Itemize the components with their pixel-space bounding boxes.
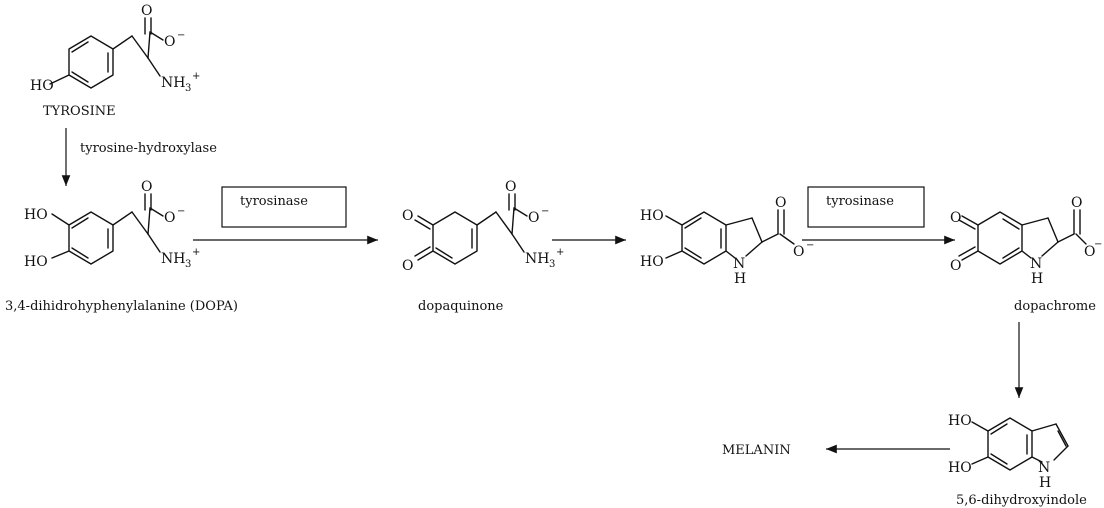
tyrosine-plus: + [192,71,200,82]
dopa-plus: + [192,247,200,258]
label-tyrosinase-1: tyrosinase [240,194,308,209]
label-dopaquinone: dopaquinone [418,299,504,314]
dopa-structure: HO HO O O − NH 3 + [24,179,200,270]
dopachrome-h: H [1031,271,1043,287]
dopa-carbonyl-o: O [141,179,152,195]
dopaquinone-minus: − [541,206,549,217]
tyrosine-sub3: 3 [185,83,191,94]
tyrosinase-box-1 [221,186,347,228]
leuco-minus: − [806,240,814,251]
tyrosine-structure: HO O O − NH 3 + [30,3,200,94]
tyrosine-ho: HO [30,78,54,94]
label-dopa: 3,4-dihidrohyphenylalanine (DOPA) [5,299,238,314]
tyrosine-carboxylate-o: O [164,34,175,50]
dopachrome-o-bottom: O [950,258,961,274]
dopachrome-minus: − [1094,239,1102,250]
dopa-sub3: 3 [185,259,191,270]
dopa-minus: − [177,206,185,217]
leuco-carboxylate-o: O [793,244,804,260]
leuco-ho-top: HO [640,208,664,224]
dopa-ho-top: HO [24,207,48,223]
label-tyrosine-hydroxylase: tyrosine-hydroxylase [80,141,217,156]
dopachrome-carboxylate-o: O [1084,244,1095,260]
tyrosinase-box-2 [807,186,925,228]
dopa-ho-bottom: HO [24,254,48,270]
dopa-carboxylate-o: O [164,210,175,226]
dopaquinone-o-bottom: O [402,258,413,274]
dopachrome-o-top: O [950,210,961,226]
dopaquinone-structure: O O O O − NH 3 + [402,179,564,274]
dopachrome-structure: O O N H O O − [950,195,1102,287]
dhi-ho-top: HO [948,413,972,429]
tyrosine-carbonyl-o: O [141,3,152,19]
dhi-ho-bottom: HO [948,460,972,476]
label-dopachrome: dopachrome [1014,299,1096,314]
dopaquinone-carboxylate-o: O [528,210,539,226]
dopaquinone-nh3: NH [525,251,549,267]
tyrosine-nh3: NH [161,75,185,91]
dopaquinone-o-top: O [402,208,413,224]
dopachrome-carbonyl-o: O [1071,195,1082,211]
dopa-nh3: NH [161,251,185,267]
dopaquinone-carbonyl-o: O [505,179,516,195]
dopaquinone-sub3: 3 [549,259,555,270]
dopachrome-n: N [1030,256,1042,272]
label-dhi: 5,6-dihydroxyindole [956,493,1087,508]
tyrosine-minus: − [177,30,185,41]
label-tyrosinase-2: tyrosinase [826,194,894,209]
leuco-carbonyl-o: O [775,195,786,211]
label-melanin: MELANIN [722,443,791,458]
dhi-structure: HO HO N H [948,413,1069,491]
leuco-n: N [733,256,745,272]
label-tyrosine: TYROSINE [43,104,116,119]
dhi-n: N [1038,460,1050,476]
leuco-h: H [734,271,746,287]
leuco-ho-bottom: HO [640,254,664,270]
dopaquinone-plus: + [556,247,564,258]
leucodopachrome-structure: HO HO N H O O − [640,195,814,287]
dhi-h: H [1039,475,1051,491]
